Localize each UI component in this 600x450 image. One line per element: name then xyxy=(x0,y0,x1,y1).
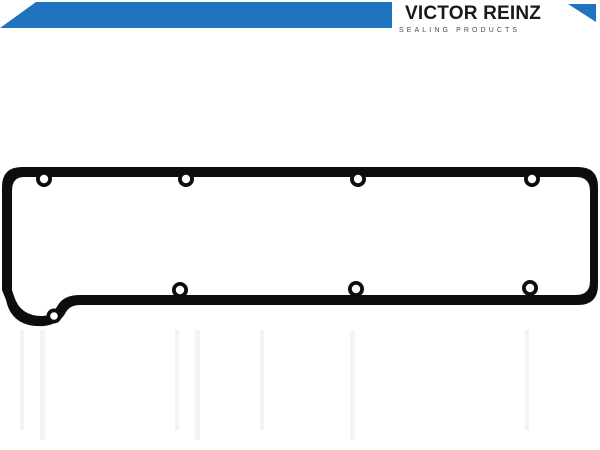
bolt-hole xyxy=(348,281,364,297)
banner-stripe xyxy=(0,2,392,28)
bolt-hole xyxy=(350,171,366,187)
bolt-hole xyxy=(522,280,538,296)
brand-tagline: SEALING PRODUCTS xyxy=(399,27,521,34)
brand-block xyxy=(393,0,600,40)
brand-logo-text: VICTOR REINZ xyxy=(405,3,542,24)
brand-logo-mark xyxy=(568,4,596,22)
bolt-hole xyxy=(36,171,52,187)
header-banner xyxy=(0,2,392,28)
bolt-hole xyxy=(178,171,194,187)
locating-hole xyxy=(46,308,62,324)
logo-triangle xyxy=(568,4,596,22)
bolt-hole xyxy=(524,171,540,187)
bolt-hole xyxy=(172,282,188,298)
gasket-outline-inner xyxy=(12,177,590,316)
